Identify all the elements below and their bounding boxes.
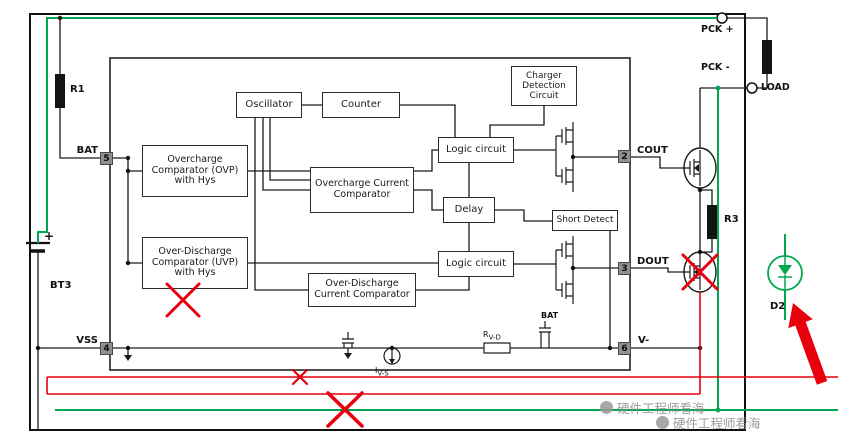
r3-label: R3 [724, 214, 739, 225]
r3-resistor-icon [707, 205, 717, 239]
load-resistor-icon [762, 40, 772, 74]
bat-ref-label: BAT [541, 311, 559, 320]
d2-label: D2 [770, 301, 786, 312]
cout-pin-label: COUT [637, 145, 668, 156]
internal-mosfet-pair-cout [514, 122, 618, 192]
current-source-label-base: I [375, 366, 378, 375]
watermark-text: 硬件工程师看海 [673, 416, 761, 431]
block-uvp-comparator: Over-Discharge Comparator (UVP) with Hys [142, 237, 248, 289]
block-ovp-comparator: Overcharge Comparator (OVP) with Hys [142, 145, 248, 197]
pin-4-vss: 4 [100, 342, 113, 355]
watermark-logo-icon [656, 416, 669, 429]
pck-plus-label: PCK + [701, 24, 734, 35]
watermark-2: 硬件工程师看海 [656, 413, 761, 432]
gnd-arrow-icon-1 [124, 355, 132, 361]
rvd-label: RV-D [483, 330, 501, 342]
vss-pin-label: VSS [76, 335, 98, 346]
pin-5-bat: 5 [100, 152, 113, 165]
rvd-label-base: R [483, 330, 489, 339]
dout-pin-label: DOUT [637, 256, 669, 267]
block-overcharge-current-comparator: Overcharge Current Comparator [310, 167, 414, 213]
bt3-label: BT3 [50, 280, 72, 291]
block-over-discharge-current-comparator: Over-Discharge Current Comparator [308, 273, 416, 307]
r1-resistor-icon [55, 74, 65, 108]
current-source-label: IV-S [375, 366, 389, 378]
block-logic-circuit-1: Logic circuit [438, 137, 514, 163]
pck-plus-terminal-icon [716, 12, 728, 24]
black-wires [37, 17, 768, 430]
green-junction-dots [715, 85, 721, 413]
block-short-detect: Short Detect [552, 210, 618, 231]
rvd-resistor-icon [483, 342, 511, 354]
watermark-1: 硬件工程师看海 [600, 398, 705, 417]
load-terminal-icon [746, 82, 758, 94]
internal-mosfet-pair-dout [514, 236, 618, 304]
ic-outline [109, 57, 631, 371]
rvd-label-sub: V-D [488, 333, 501, 342]
pin-2-cout: 2 [618, 150, 631, 163]
bat-ref-mosfet-icon [539, 321, 551, 348]
r1-label: R1 [70, 84, 85, 95]
watermark-text: 硬件工程师看海 [617, 401, 705, 416]
gnd-arrow-icon-2 [344, 353, 352, 359]
d2-led-icon [767, 255, 803, 291]
outer-border [29, 13, 746, 431]
battery-plus-label: + [44, 229, 55, 243]
block-delay: Delay [443, 197, 495, 223]
green-current-path [37, 17, 838, 411]
watermark-logo-icon [600, 401, 613, 414]
junction-dots [35, 15, 703, 351]
vminus-pin-label: V- [638, 335, 650, 346]
current-source-icon [383, 347, 401, 365]
load-label: LOAD [761, 82, 790, 93]
block-counter: Counter [322, 92, 400, 118]
block-logic-circuit-2: Logic circuit [438, 251, 514, 277]
current-source-label-sub: V-S [377, 369, 389, 378]
block-oscillator: Oscillator [236, 92, 302, 118]
pin-6-vminus: 6 [618, 342, 631, 355]
sense-mosfet-icon [342, 332, 354, 353]
pck-minus-label: PCK - [701, 62, 730, 73]
pin-3-dout: 3 [618, 262, 631, 275]
block-charger-detection: Charger Detection Circuit [511, 66, 577, 106]
bat-pin-label: BAT [76, 145, 98, 156]
